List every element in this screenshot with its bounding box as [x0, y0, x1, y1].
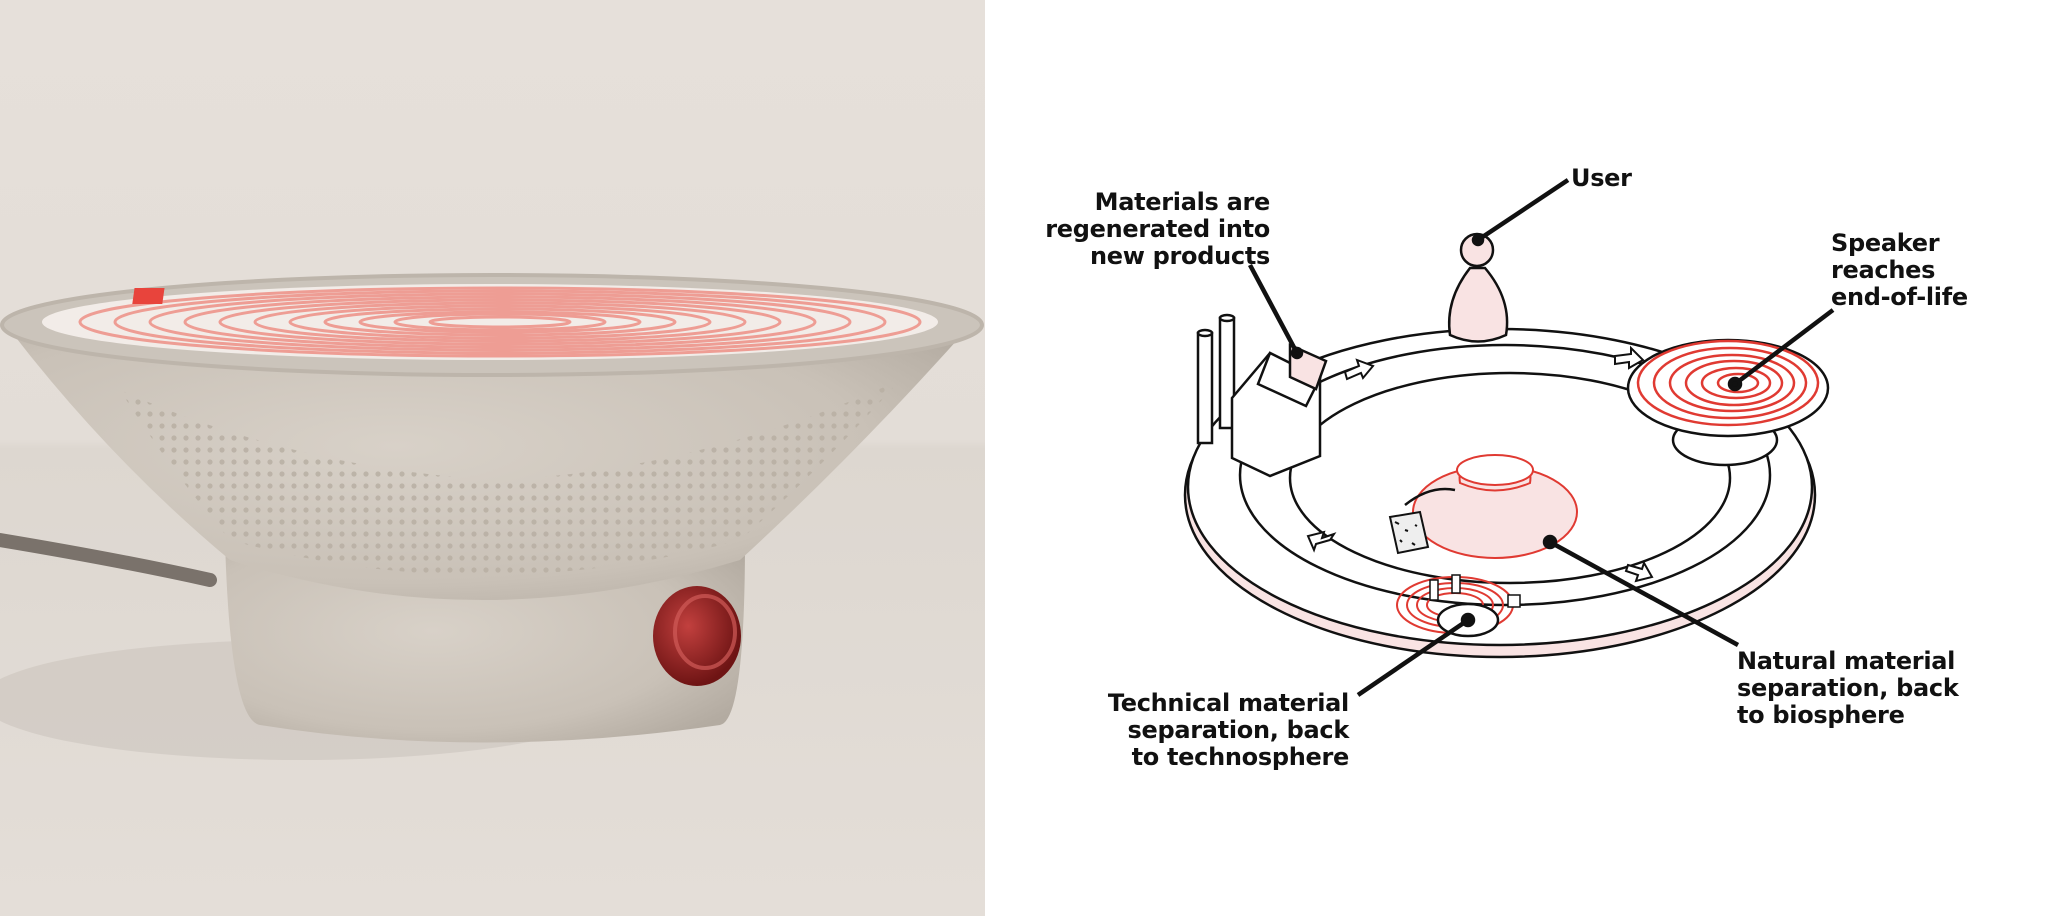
label-materials-regenerated: Materials are regenerated into new produ… — [1045, 188, 1270, 270]
flow-arrow-icon — [1306, 345, 1654, 583]
material-sample-icon — [1388, 510, 1430, 555]
speaker-end-of-life-icon — [1626, 338, 1830, 467]
label-speaker-end-of-life: Speaker reaches end-of-life — [1831, 229, 1968, 311]
circular-loop-illustration — [1183, 178, 1835, 697]
product-photo — [0, 0, 985, 916]
lifecycle-diagram: User Speaker reaches end-of-life Materia… — [985, 0, 2048, 916]
label-natural-separation: Natural material separation, back to bio… — [1737, 647, 1959, 729]
label-user: User — [1571, 164, 1632, 192]
label-technical-separation: Technical material separation, back to t… — [1107, 689, 1349, 771]
user-figure — [1448, 232, 1509, 343]
factory-icon — [1196, 313, 1328, 478]
speaker-illustration — [0, 273, 984, 760]
